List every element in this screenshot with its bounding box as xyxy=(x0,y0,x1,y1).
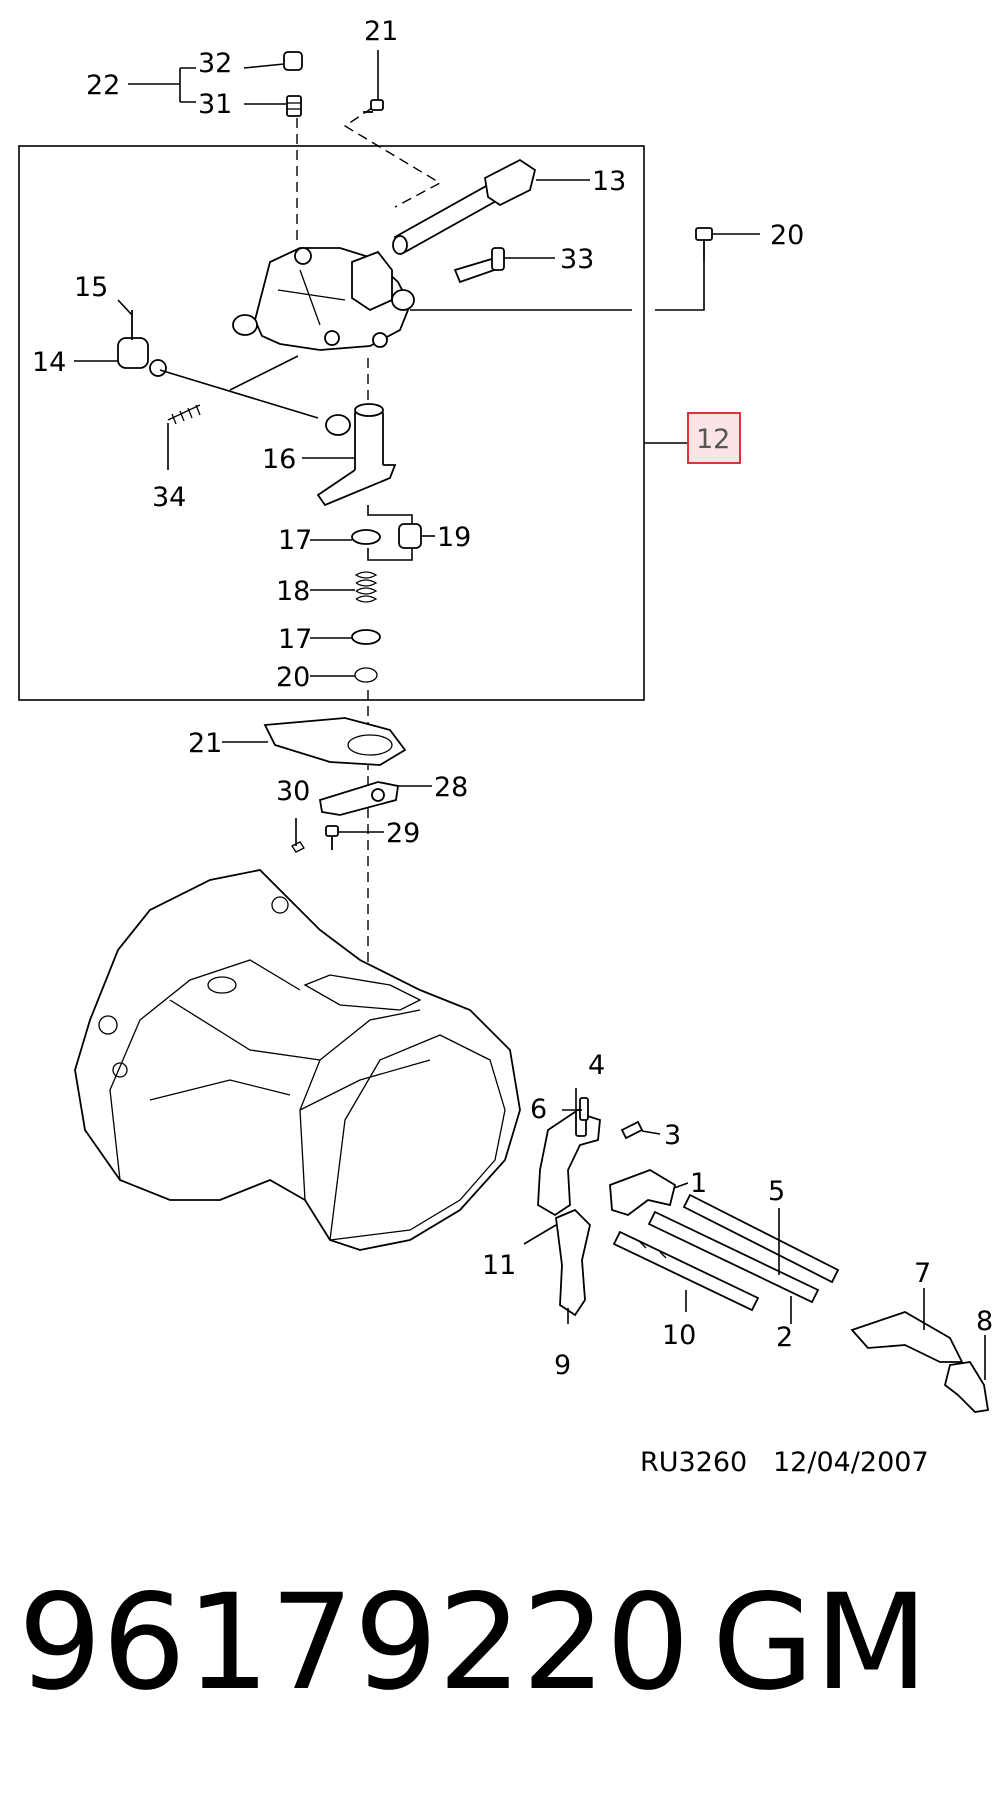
clip-20 xyxy=(354,667,378,683)
bolt-23 xyxy=(363,99,384,113)
shift-finger-16 xyxy=(316,403,397,507)
callout-30: 30 xyxy=(276,776,310,807)
shift-fork-1 xyxy=(609,1169,677,1216)
diagram-code: RU3260 xyxy=(640,1447,747,1478)
callout-5: 5 xyxy=(768,1176,785,1207)
callout-19: 19 xyxy=(437,522,471,553)
callout-12: 12 xyxy=(696,424,730,455)
bracket-8 xyxy=(943,1361,990,1413)
callout-3: 3 xyxy=(664,1120,681,1151)
brand: GM xyxy=(712,1566,928,1720)
callout-7: 7 xyxy=(914,1258,931,1289)
callout-18: 18 xyxy=(276,576,310,607)
callout-21-label: 21 xyxy=(188,728,222,759)
callout-24: 22 xyxy=(86,70,120,101)
shift-lever-7 xyxy=(850,1311,964,1363)
callout-2: 2 xyxy=(776,1322,793,1353)
callout-22: 20 xyxy=(770,220,804,251)
lever-14 xyxy=(117,310,167,377)
diagram-date: 12/04/2007 xyxy=(773,1447,929,1478)
callout-29: 29 xyxy=(386,818,420,849)
highlight-box xyxy=(687,412,741,464)
callout-12-highlight: 12 xyxy=(687,412,741,464)
shift-rail-10 xyxy=(612,1230,760,1312)
shift-fork-9 xyxy=(555,1208,591,1317)
fitting-31 xyxy=(286,95,302,117)
callout-20-label: 20 xyxy=(276,662,310,693)
shift-rail-2 xyxy=(647,1210,820,1304)
transmission-case xyxy=(74,869,521,1251)
callout-9: 9 xyxy=(554,1350,571,1381)
callout-1: 1 xyxy=(690,1168,707,1199)
callout-10: 10 xyxy=(662,1320,696,1351)
part-number: 96179220 xyxy=(18,1566,690,1720)
callout-14: 14 xyxy=(32,347,66,378)
shift-cover-housing xyxy=(232,247,415,351)
shift-rod-13 xyxy=(392,158,537,255)
callout-8: 8 xyxy=(976,1306,993,1337)
callout-28: 28 xyxy=(434,772,468,803)
pin-6 xyxy=(579,1097,589,1121)
bushing-19 xyxy=(398,523,422,549)
washer-17-upper xyxy=(351,529,381,545)
shift-fork-main xyxy=(537,1109,601,1217)
callout-23: 21 xyxy=(364,16,398,47)
callout-16: 16 xyxy=(262,444,296,475)
shift-rail-5 xyxy=(682,1193,840,1284)
callout-33: 33 xyxy=(560,244,594,275)
switch-33 xyxy=(453,247,505,284)
washer-17-lower xyxy=(351,629,381,645)
spring-18 xyxy=(354,571,378,603)
bracket-28 xyxy=(318,781,400,816)
callout-32: 32 xyxy=(198,48,232,79)
callout-17-lower: 17 xyxy=(278,624,312,655)
pin-3 xyxy=(620,1120,644,1140)
callout-6: 6 xyxy=(530,1094,547,1125)
bolt-22 xyxy=(695,227,713,262)
bolt-29 xyxy=(325,825,339,850)
callout-17-upper: 17 xyxy=(278,525,312,556)
assembly-frame xyxy=(18,145,645,701)
callout-11: 11 xyxy=(482,1250,516,1281)
gasket-21 xyxy=(263,717,407,766)
callout-13: 13 xyxy=(592,166,626,197)
callout-4: 4 xyxy=(588,1050,605,1081)
cap-32 xyxy=(283,51,303,71)
callout-15: 15 xyxy=(74,272,108,303)
bolt-34 xyxy=(167,404,201,425)
callout-31: 31 xyxy=(198,89,232,120)
callout-34: 34 xyxy=(152,482,186,513)
pin-30 xyxy=(291,841,305,853)
